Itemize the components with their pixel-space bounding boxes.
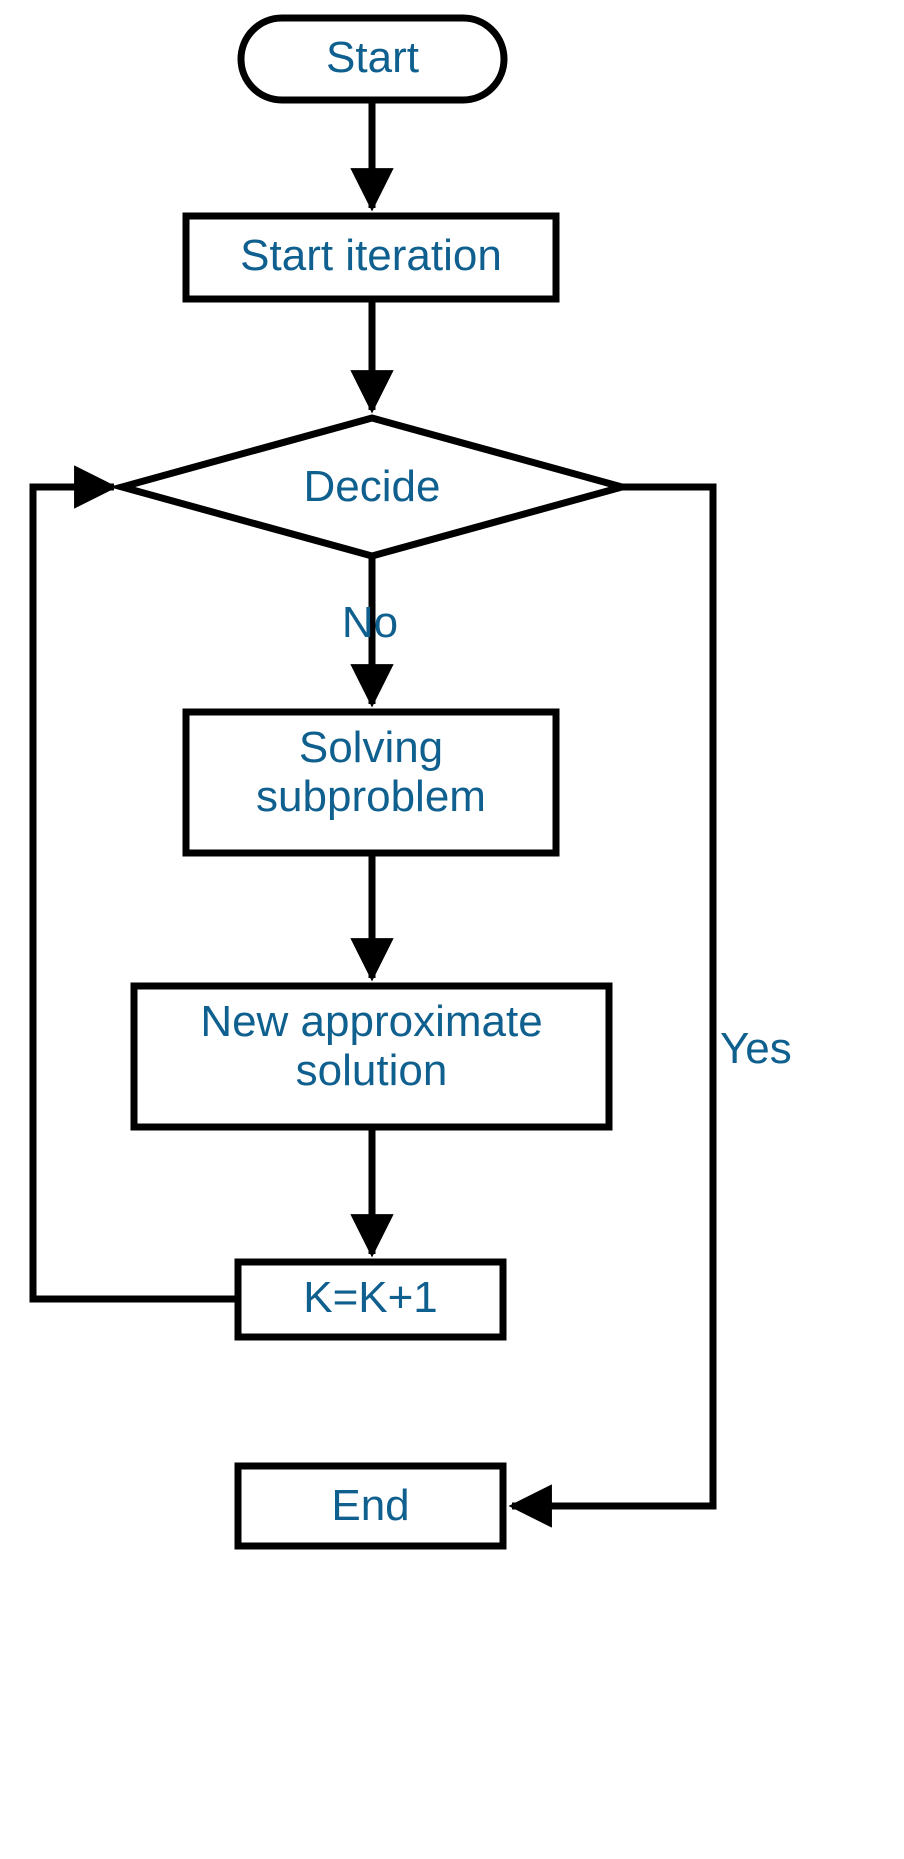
node-new-approximate-solution-shape[interactable] (130, 982, 613, 1131)
node-increment-shape[interactable] (234, 1258, 507, 1341)
node-start-shape[interactable] (237, 14, 508, 104)
edge-label-no: No (341, 598, 399, 647)
node-decide-shape[interactable] (108, 414, 636, 560)
edge-label-yes: Yes (720, 1024, 792, 1073)
node-start-iteration-shape[interactable] (182, 212, 560, 303)
edge-decide-to-end-yes (508, 483, 717, 1528)
node-end-shape[interactable] (234, 1462, 507, 1550)
node-solving-subproblem-shape[interactable] (182, 708, 560, 857)
edge-increment-to-decide-loopback (29, 465, 238, 1303)
